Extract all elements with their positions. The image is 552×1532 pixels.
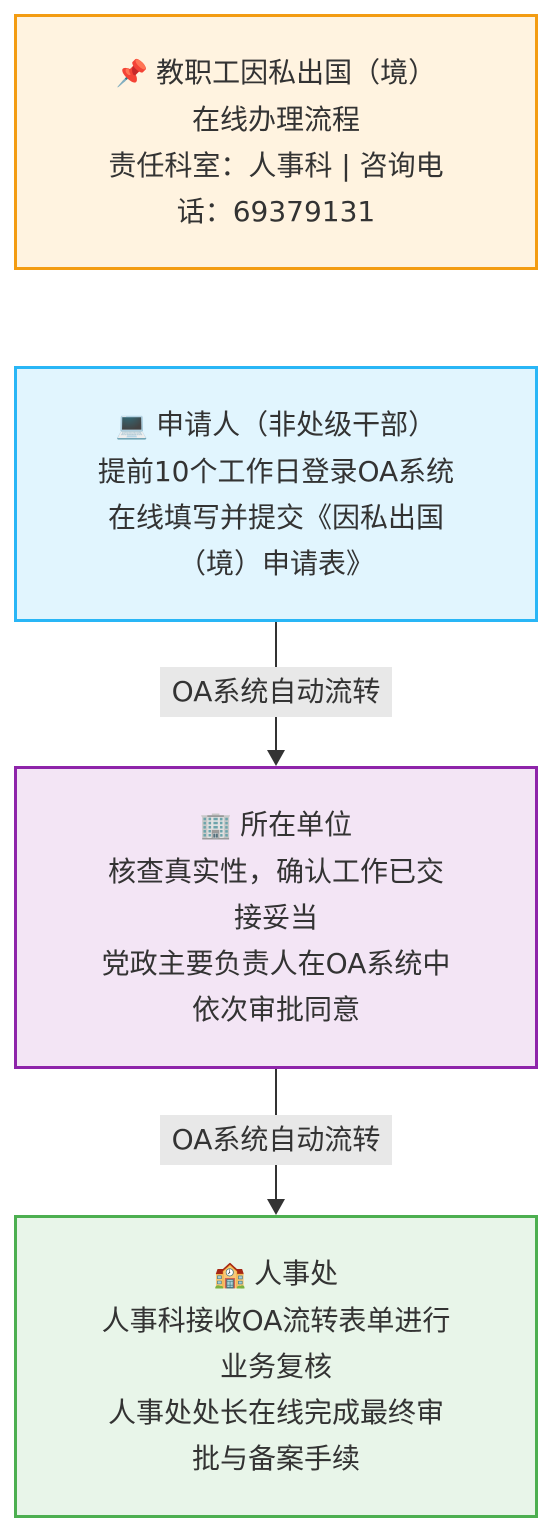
school-building-icon: 🏫: [213, 1260, 247, 1290]
unit-title: 所在单位: [240, 808, 353, 841]
hr-line-5: 批与备案手续: [191, 1442, 360, 1475]
edge-label-2: OA系统自动流转: [160, 1115, 392, 1165]
header-line-2: 在线办理流程: [191, 102, 360, 136]
applicant-node: 💻申请人（非处级干部） 提前10个工作日登录OA系统 在线填写并提交《因私出国 …: [14, 366, 538, 622]
applicant-line-2: 提前10个工作日登录OA系统: [97, 454, 455, 488]
applicant-title-line: 💻申请人（非处级干部）: [116, 402, 436, 449]
hr-line-4: 人事处处长在线完成最终审: [107, 1396, 444, 1429]
unit-line-2: 核查真实性，确认工作已交: [107, 855, 444, 888]
unit-node: 🏢所在单位 核查真实性，确认工作已交 接妥当 党政主要负责人在OA系统中 依次审…: [14, 766, 538, 1069]
unit-line-3: 接妥当: [233, 901, 318, 934]
unit-title-line: 🏢所在单位: [200, 802, 352, 849]
unit-line-4: 党政主要负责人在OA系统中: [101, 947, 451, 980]
edge-label-1: OA系统自动流转: [160, 667, 392, 717]
header-line-3: 责任科室：人事科 | 咨询电: [108, 148, 444, 182]
applicant-line-4: （境）申请表》: [177, 546, 374, 580]
header-title-line: 📌教职工因私出国（境）: [116, 50, 436, 97]
laptop-icon: 💻: [115, 410, 149, 441]
hr-line-2: 人事科接收OA流转表单进行: [101, 1304, 451, 1337]
applicant-line-3: 在线填写并提交《因私出国: [107, 500, 444, 534]
pushpin-icon: 📌: [115, 58, 149, 89]
header-line-4: 话：69379131: [176, 194, 376, 228]
applicant-title: 申请人（非处级干部）: [156, 407, 437, 441]
arrow-head-icon: [267, 750, 285, 766]
hr-title-line: 🏫人事处: [214, 1251, 338, 1298]
office-building-icon: 🏢: [199, 811, 233, 841]
hr-line-3: 业务复核: [219, 1350, 332, 1383]
header-title: 教职工因私出国（境）: [156, 55, 437, 89]
arrow-head-icon: [267, 1199, 285, 1215]
hr-title: 人事处: [254, 1257, 339, 1290]
hr-node: 🏫人事处 人事科接收OA流转表单进行 业务复核 人事处处长在线完成最终审 批与备…: [14, 1215, 538, 1518]
header-node: 📌教职工因私出国（境） 在线办理流程 责任科室：人事科 | 咨询电 话：6937…: [14, 14, 538, 270]
unit-line-5: 依次审批同意: [191, 993, 360, 1026]
